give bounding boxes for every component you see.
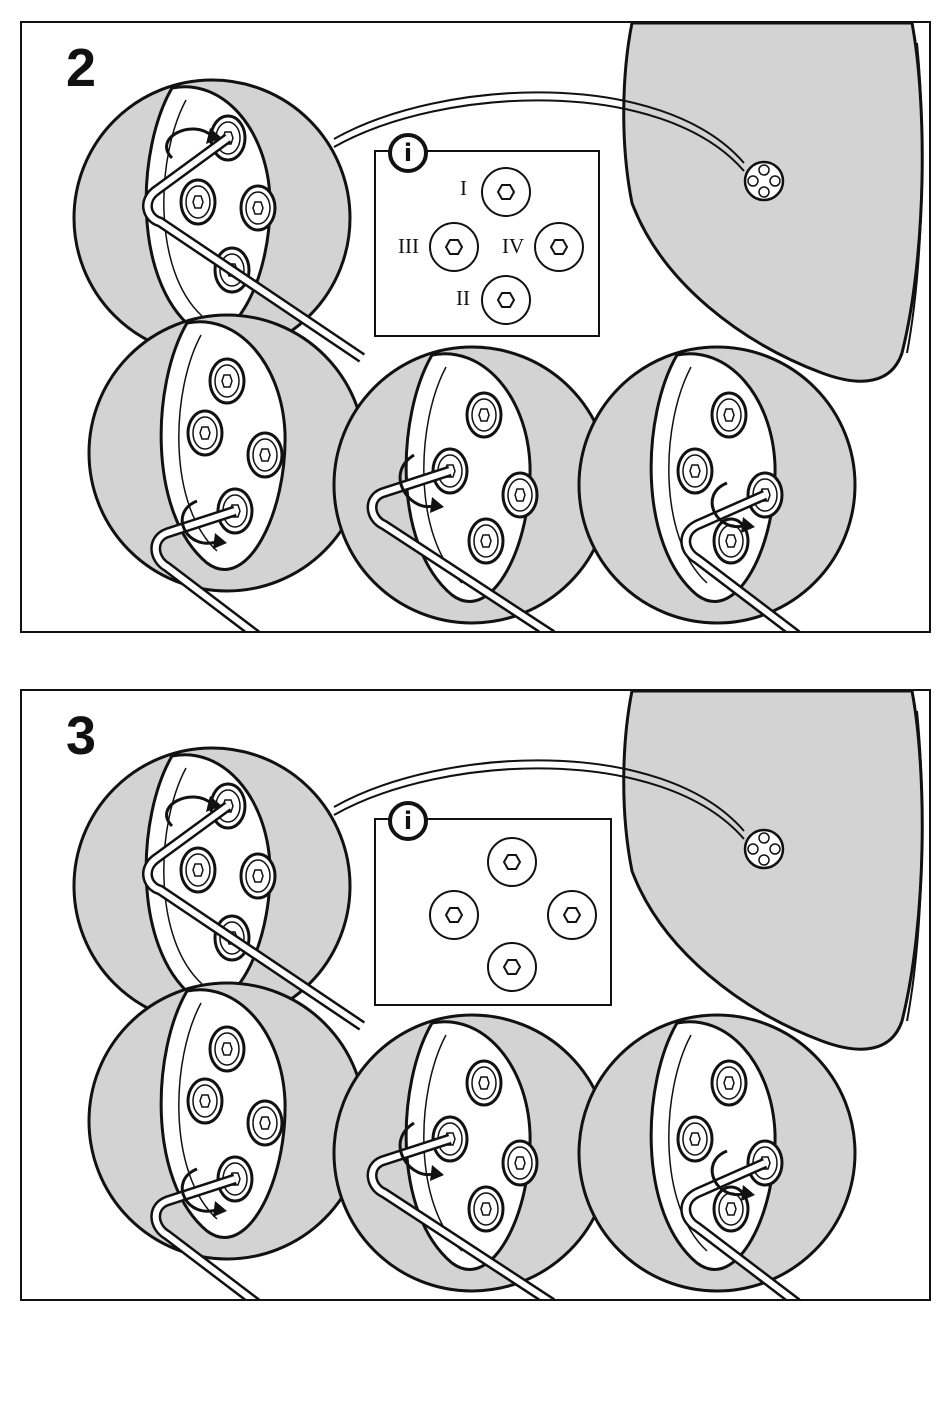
detail-bubble bbox=[579, 347, 855, 631]
detail-bubble bbox=[89, 315, 365, 631]
mounting-plate bbox=[745, 830, 783, 868]
hex-bolt-icon bbox=[488, 943, 536, 991]
bolt-pattern-info-box bbox=[374, 818, 612, 1006]
seat-disc bbox=[624, 23, 923, 381]
step-number: 2 bbox=[66, 41, 96, 95]
info-icon: i bbox=[388, 801, 428, 841]
info-icon: i bbox=[388, 133, 428, 173]
hex-bolt-icon bbox=[488, 838, 536, 886]
hex-bolt-icon bbox=[535, 223, 583, 271]
hex-bolt-icon bbox=[430, 223, 478, 271]
bolt-label-bottom: II bbox=[456, 286, 470, 311]
detail-bubble bbox=[579, 1015, 855, 1299]
step-number: 3 bbox=[66, 709, 96, 763]
hex-bolt-icon bbox=[482, 276, 530, 324]
hex-bolt-icon bbox=[430, 891, 478, 939]
detail-bubble bbox=[334, 1015, 610, 1299]
bolt-order-info-box: I III IV II bbox=[374, 150, 600, 337]
bolt-pattern bbox=[376, 820, 614, 1008]
step-panel-3: 3 i bbox=[20, 689, 931, 1301]
seat-disc bbox=[624, 691, 923, 1049]
detail-bubble bbox=[89, 983, 365, 1299]
bolt-label-top: I bbox=[460, 176, 467, 201]
step-panel-2: 2 I III IV II i bbox=[20, 21, 931, 633]
bolt-label-right: IV bbox=[502, 234, 524, 259]
hex-bolt-icon bbox=[548, 891, 596, 939]
mounting-plate bbox=[745, 162, 783, 200]
detail-bubble bbox=[334, 347, 610, 631]
bolt-label-left: III bbox=[398, 234, 419, 259]
hex-bolt-icon bbox=[482, 168, 530, 216]
